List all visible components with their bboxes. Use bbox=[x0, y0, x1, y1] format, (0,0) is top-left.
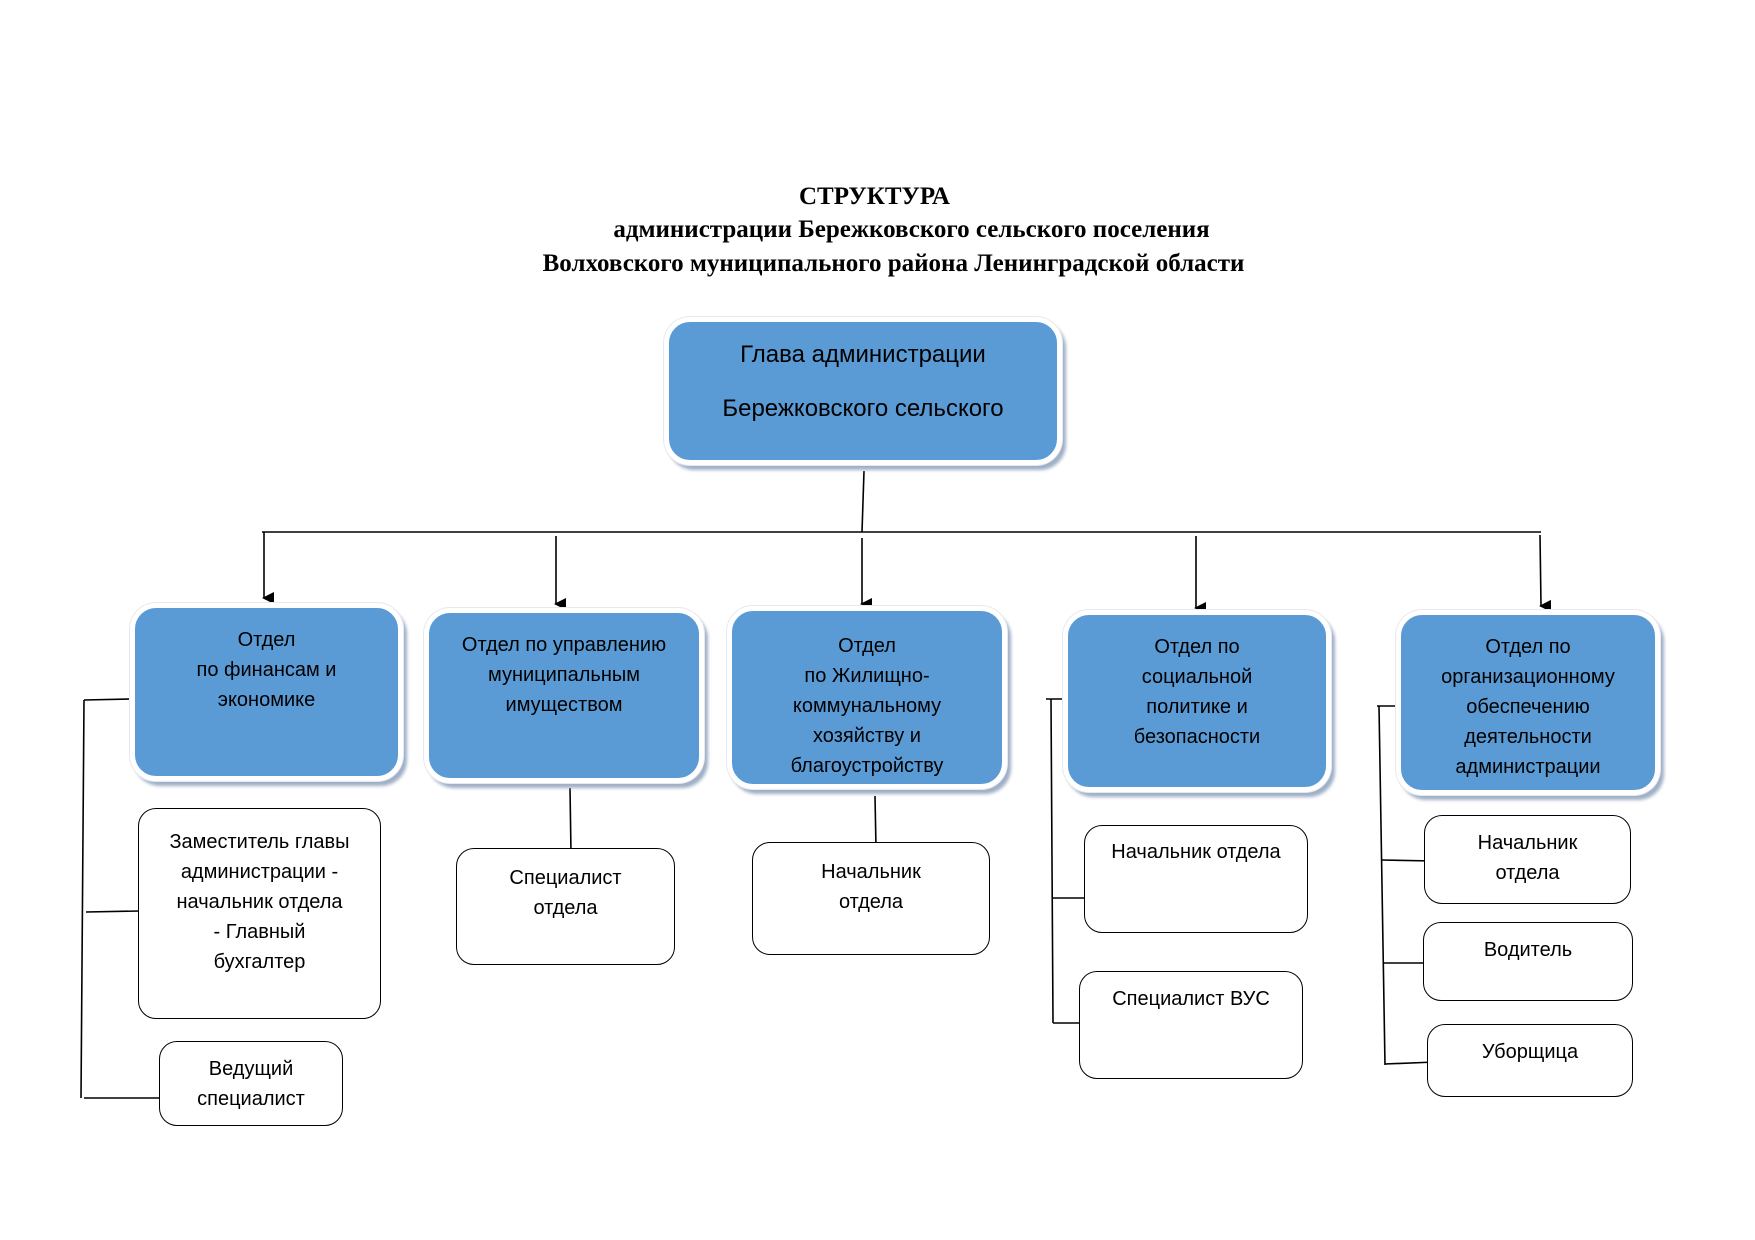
head-connector bbox=[861, 470, 865, 533]
department-organizational-line: администрации bbox=[1455, 756, 1601, 778]
position-cleaner: Уборщица bbox=[1427, 1024, 1633, 1097]
position-deputy-head-line: бухгалтер bbox=[213, 951, 306, 973]
finance-bracket-vertical bbox=[80, 699, 85, 1099]
position-organizational-head: Начальник отдела bbox=[1424, 815, 1631, 904]
arrow-organizational bbox=[1539, 534, 1552, 612]
department-organizational-line: деятельности bbox=[1464, 726, 1592, 748]
position-deputy-head-line: Заместитель главы bbox=[169, 831, 350, 853]
head-settlement-line: Бережковского сельского bbox=[722, 395, 1004, 422]
department-property: Отдел по управлению муниципальным имущес… bbox=[424, 608, 704, 783]
department-organizational-line: Отдел по bbox=[1485, 636, 1571, 658]
social-bracket-vertical bbox=[1050, 698, 1054, 1024]
position-lead-specialist-line: специалист bbox=[197, 1088, 305, 1110]
department-finance-line: Отдел bbox=[237, 629, 296, 651]
department-property-line: муниципальным bbox=[487, 664, 641, 686]
department-property-line: Отдел по управлению bbox=[461, 634, 667, 656]
department-finance-line: по финансам и bbox=[196, 659, 337, 681]
department-housing-line: хозяйству и bbox=[813, 725, 921, 747]
head-of-administration-box: Глава администрации Бережковского сельск… bbox=[664, 317, 1062, 465]
department-finance-line: экономике bbox=[217, 689, 316, 711]
chart-title: СТРУКТУРА bbox=[798, 183, 950, 210]
property-connector bbox=[569, 787, 572, 854]
head-title-line: Глава администрации bbox=[740, 341, 986, 368]
position-military-registration-specialist-line: Специалист ВУС bbox=[1112, 988, 1270, 1010]
department-social-line: политике и bbox=[1146, 696, 1248, 718]
org-bracket-vertical bbox=[1378, 705, 1386, 1066]
finance-bracket-deputy bbox=[85, 910, 141, 913]
position-property-specialist-line: Специалист bbox=[509, 867, 622, 889]
position-housing-head-line: отдела bbox=[838, 891, 904, 913]
housing-connector bbox=[874, 795, 877, 849]
position-driver: Водитель bbox=[1423, 922, 1633, 1001]
department-organizational: Отдел по организационному обеспечению де… bbox=[1396, 610, 1660, 795]
department-social-line: Отдел по bbox=[1154, 636, 1240, 658]
position-housing-head: Начальник отдела bbox=[752, 842, 990, 955]
chart-subtitle-administration: администрации Бережковского сельского по… bbox=[613, 216, 1210, 243]
position-property-specialist-line: отдела bbox=[533, 897, 598, 919]
department-housing-line: Отдел bbox=[838, 635, 896, 657]
position-deputy-head: Заместитель главы администрации - началь… bbox=[138, 808, 381, 1019]
finance-bracket-top bbox=[83, 698, 133, 701]
org-bracket-cleaner bbox=[1384, 1061, 1436, 1065]
department-housing-line: коммунальному bbox=[792, 695, 942, 717]
department-organizational-line: организационному bbox=[1441, 666, 1615, 688]
department-property-line: имуществом bbox=[505, 694, 623, 716]
position-deputy-head-line: начальник отдела bbox=[176, 891, 343, 913]
department-housing-line: благоустройству bbox=[790, 755, 944, 776]
position-social-head-line: Начальник отдела bbox=[1111, 841, 1281, 863]
department-housing-line: по Жилищно- bbox=[804, 665, 930, 687]
position-organizational-head-line: отдела bbox=[1495, 862, 1560, 884]
department-housing: Отдел по Жилищно- коммунальному хозяйств… bbox=[727, 606, 1007, 789]
position-property-specialist: Специалист отдела bbox=[456, 848, 675, 965]
department-social: Отдел по социальной политике и безопасно… bbox=[1063, 610, 1331, 792]
position-lead-specialist-line: Ведущий bbox=[208, 1058, 294, 1080]
position-military-registration-specialist: Специалист ВУС bbox=[1079, 971, 1303, 1079]
department-finance: Отдел по финансам и экономике bbox=[130, 603, 403, 781]
position-deputy-head-line: - Главный bbox=[213, 921, 306, 943]
department-organizational-line: обеспечению bbox=[1466, 696, 1590, 718]
position-driver-line: Водитель bbox=[1483, 939, 1573, 961]
department-social-line: безопасности bbox=[1133, 726, 1261, 748]
position-organizational-head-line: Начальник bbox=[1477, 832, 1578, 854]
position-deputy-head-line: администрации - bbox=[180, 861, 339, 883]
position-housing-head-line: Начальник bbox=[821, 861, 921, 883]
department-social-line: социальной bbox=[1141, 666, 1253, 688]
position-lead-specialist: Ведущий специалист bbox=[159, 1041, 343, 1126]
chart-subtitle-district: Волховского муниципального района Ленинг… bbox=[542, 250, 1245, 277]
position-social-head: Начальник отдела bbox=[1084, 825, 1308, 933]
position-cleaner-line: Уборщица bbox=[1481, 1041, 1579, 1063]
